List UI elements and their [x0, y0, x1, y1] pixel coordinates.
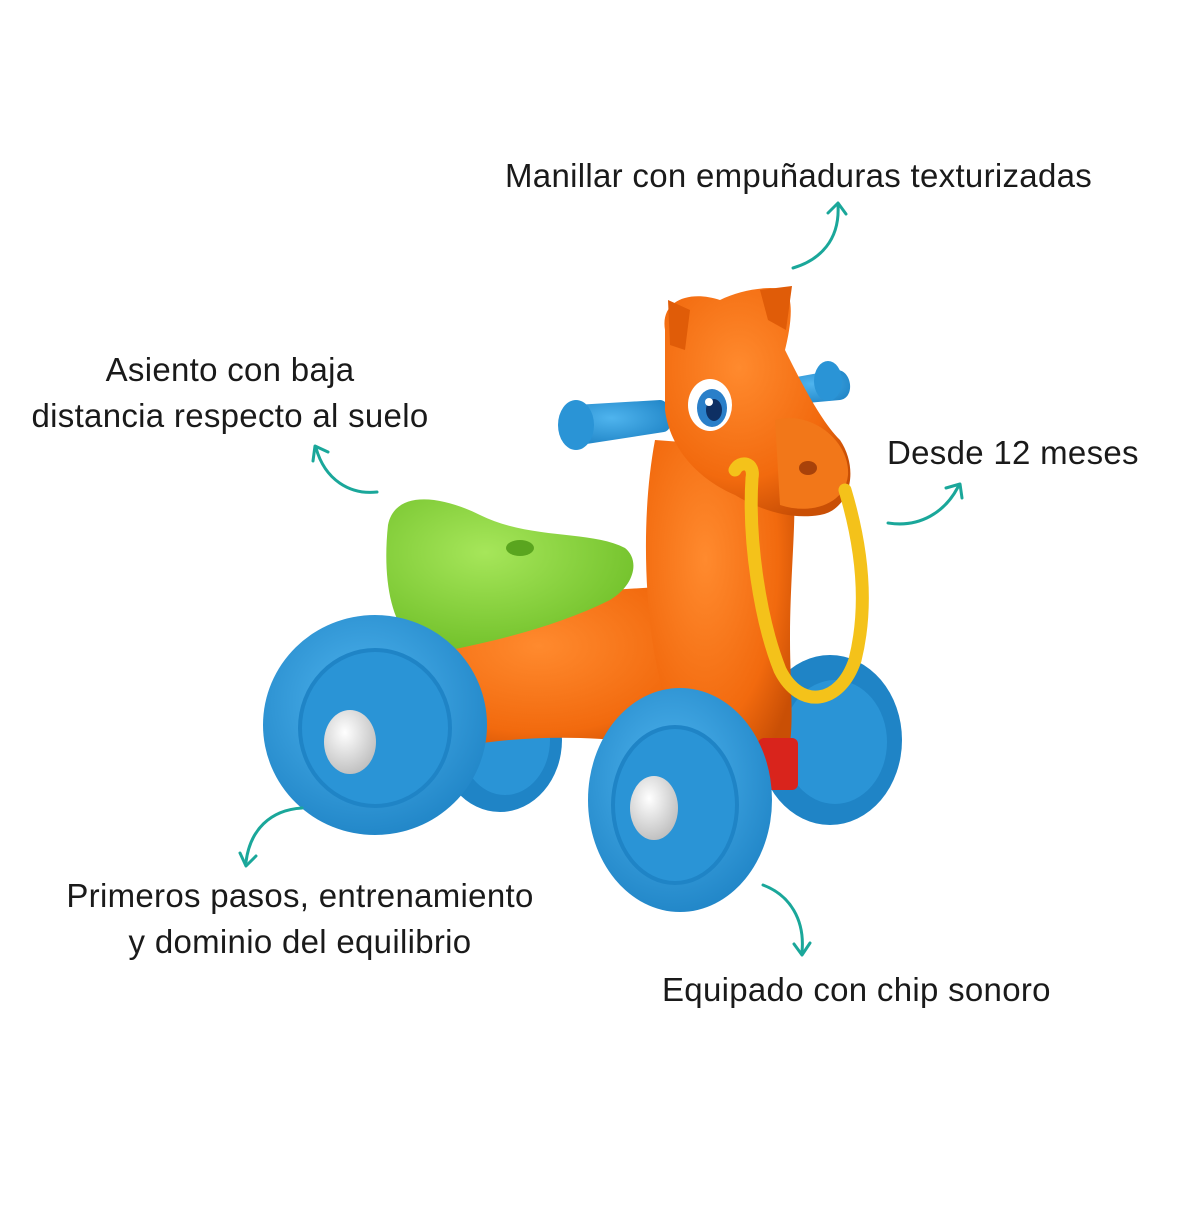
seat-hole [506, 540, 534, 556]
arrow-steps [238, 806, 304, 868]
arrow-age [886, 482, 964, 526]
nostril [799, 461, 817, 475]
sound-caption: Equipado con chip sonoro [662, 971, 1051, 1008]
seat-caption-line2: distancia respecto al suelo [31, 396, 429, 434]
steps-caption-line1: Primeros pasos, entrenamiento [66, 877, 534, 914]
wheel-hub [630, 776, 678, 840]
pony-eye [688, 379, 732, 431]
handlebar-caption: Manillar con empuñaduras texturizadas [505, 157, 1093, 194]
steps-caption: Primeros pasos, entrenamiento y dominio … [45, 873, 555, 964]
wheel-hub [324, 710, 376, 774]
rein [728, 457, 869, 704]
left-handle-grip [558, 400, 672, 450]
steps-caption-line2: y dominio del equilibrio [128, 922, 472, 960]
seat-caption-line1: Asiento con baja [105, 351, 355, 388]
arrow-seat [311, 444, 379, 494]
seat-caption: Asiento con baja distancia respecto al s… [10, 347, 450, 438]
front-right-wheel [588, 688, 772, 912]
arrow-handlebar [791, 201, 848, 270]
age-caption: Desde 12 meses [887, 434, 1139, 471]
front-left-wheel [263, 615, 487, 835]
arrow-sound [761, 883, 812, 957]
pony-ear-left [668, 300, 690, 350]
pony-ear-right [760, 286, 792, 330]
seat [386, 499, 634, 652]
